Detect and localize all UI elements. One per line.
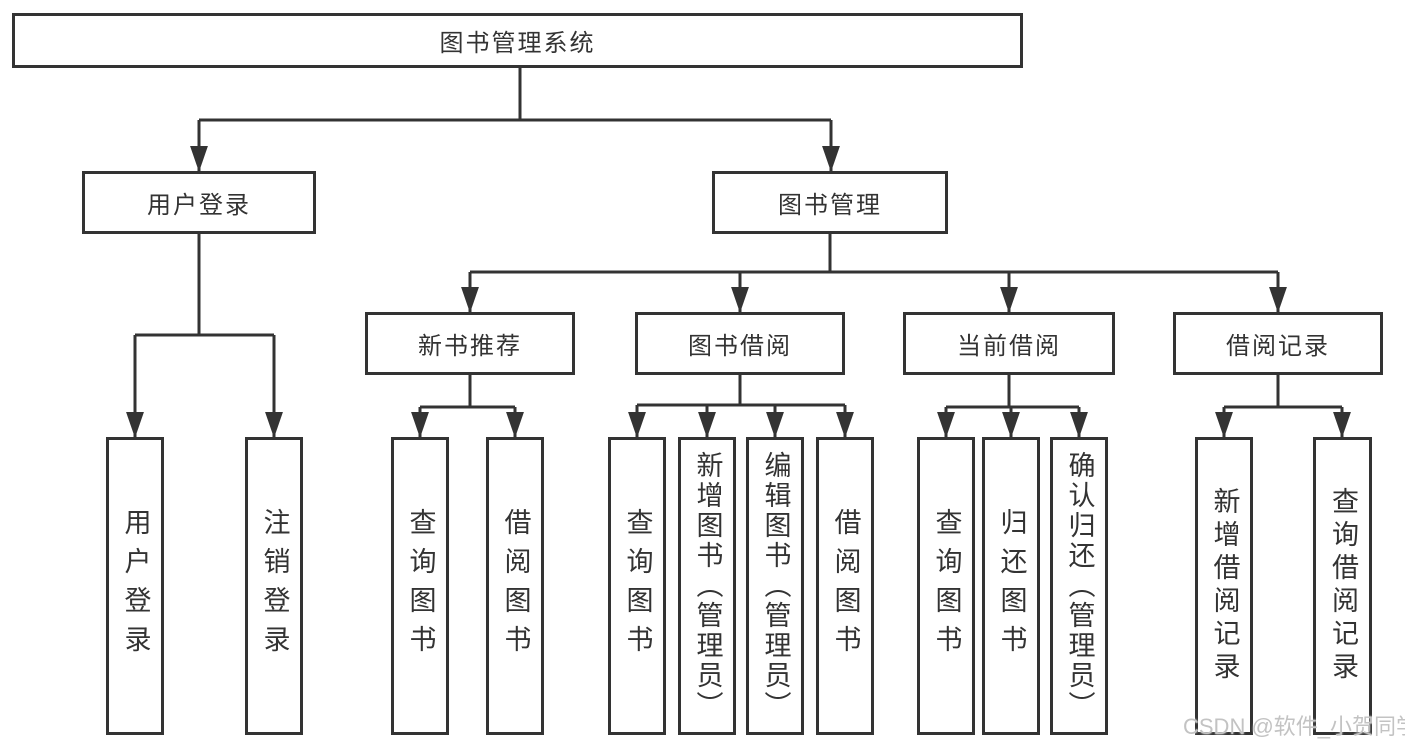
node-user-login: 用户登录 [82,171,316,234]
node-label: 图书管理 [778,192,882,219]
connector-records-to-leaves [1215,375,1351,438]
node-label: 新增借阅记录 [1209,487,1240,685]
node-label: 查询图书 [622,508,653,664]
node-label: 借阅记录 [1226,333,1330,360]
node-leaf-borrow-query-books: 查询图书 [608,437,666,735]
node-label: 图书借阅 [688,333,792,360]
node-leaf-user-login: 用户登录 [106,437,164,735]
node-leaf-recommend-borrow-books: 借阅图书 [486,437,544,735]
node-leaf-recommend-query-books: 查询图书 [391,437,449,735]
connector-current-to-leaves [937,375,1088,438]
node-label: 当前借阅 [957,333,1061,360]
node-root-system: 图书管理系统 [12,13,1023,68]
connector-bookmgmt-to-level3 [461,234,1287,313]
node-leaf-borrow-edit-books: 编辑图书（管理员） [746,437,804,735]
node-leaf-logout: 注销登录 [245,437,303,735]
node-label: 用户登录 [120,508,151,664]
node-label: 编辑图书（管理员） [760,451,791,721]
node-label: 用户登录 [147,192,251,219]
node-leaf-current-return-books: 归还图书 [982,437,1040,735]
node-leaf-records-query: 查询借阅记录 [1313,437,1372,735]
node-label: 注销登录 [259,508,290,664]
connector-userlogin-to-leaves [126,234,283,438]
node-label: 新增图书（管理员） [692,451,723,721]
csdn-watermark: CSDN @软件_小贺同学 [1183,714,1405,739]
node-label: 图书管理系统 [439,30,596,57]
node-leaf-current-query-books: 查询图书 [917,437,975,735]
node-label: 查询借阅记录 [1328,487,1358,685]
node-label: 新书推荐 [418,333,522,360]
connector-recommend-to-leaves [411,375,524,438]
node-book-management: 图书管理 [712,171,948,234]
node-leaf-records-add: 新增借阅记录 [1195,437,1253,735]
node-current-borrow: 当前借阅 [903,312,1115,375]
node-borrow-records: 借阅记录 [1173,312,1383,375]
node-leaf-borrow-borrow-books: 借阅图书 [816,437,874,735]
node-label: 查询图书 [931,508,962,664]
node-label: 确认归还（管理员） [1064,451,1095,721]
node-book-borrow: 图书借阅 [635,312,845,375]
node-label: 查询图书 [405,508,436,664]
connector-root-to-level2 [190,68,840,172]
node-new-book-recommend: 新书推荐 [365,312,575,375]
node-label: 归还图书 [996,508,1027,664]
node-leaf-borrow-add-books: 新增图书（管理员） [678,437,736,735]
node-leaf-current-confirm-return: 确认归还（管理员） [1050,437,1108,735]
connector-borrow-to-leaves [628,375,854,438]
node-label: 借阅图书 [500,508,531,664]
node-label: 借阅图书 [830,508,861,664]
